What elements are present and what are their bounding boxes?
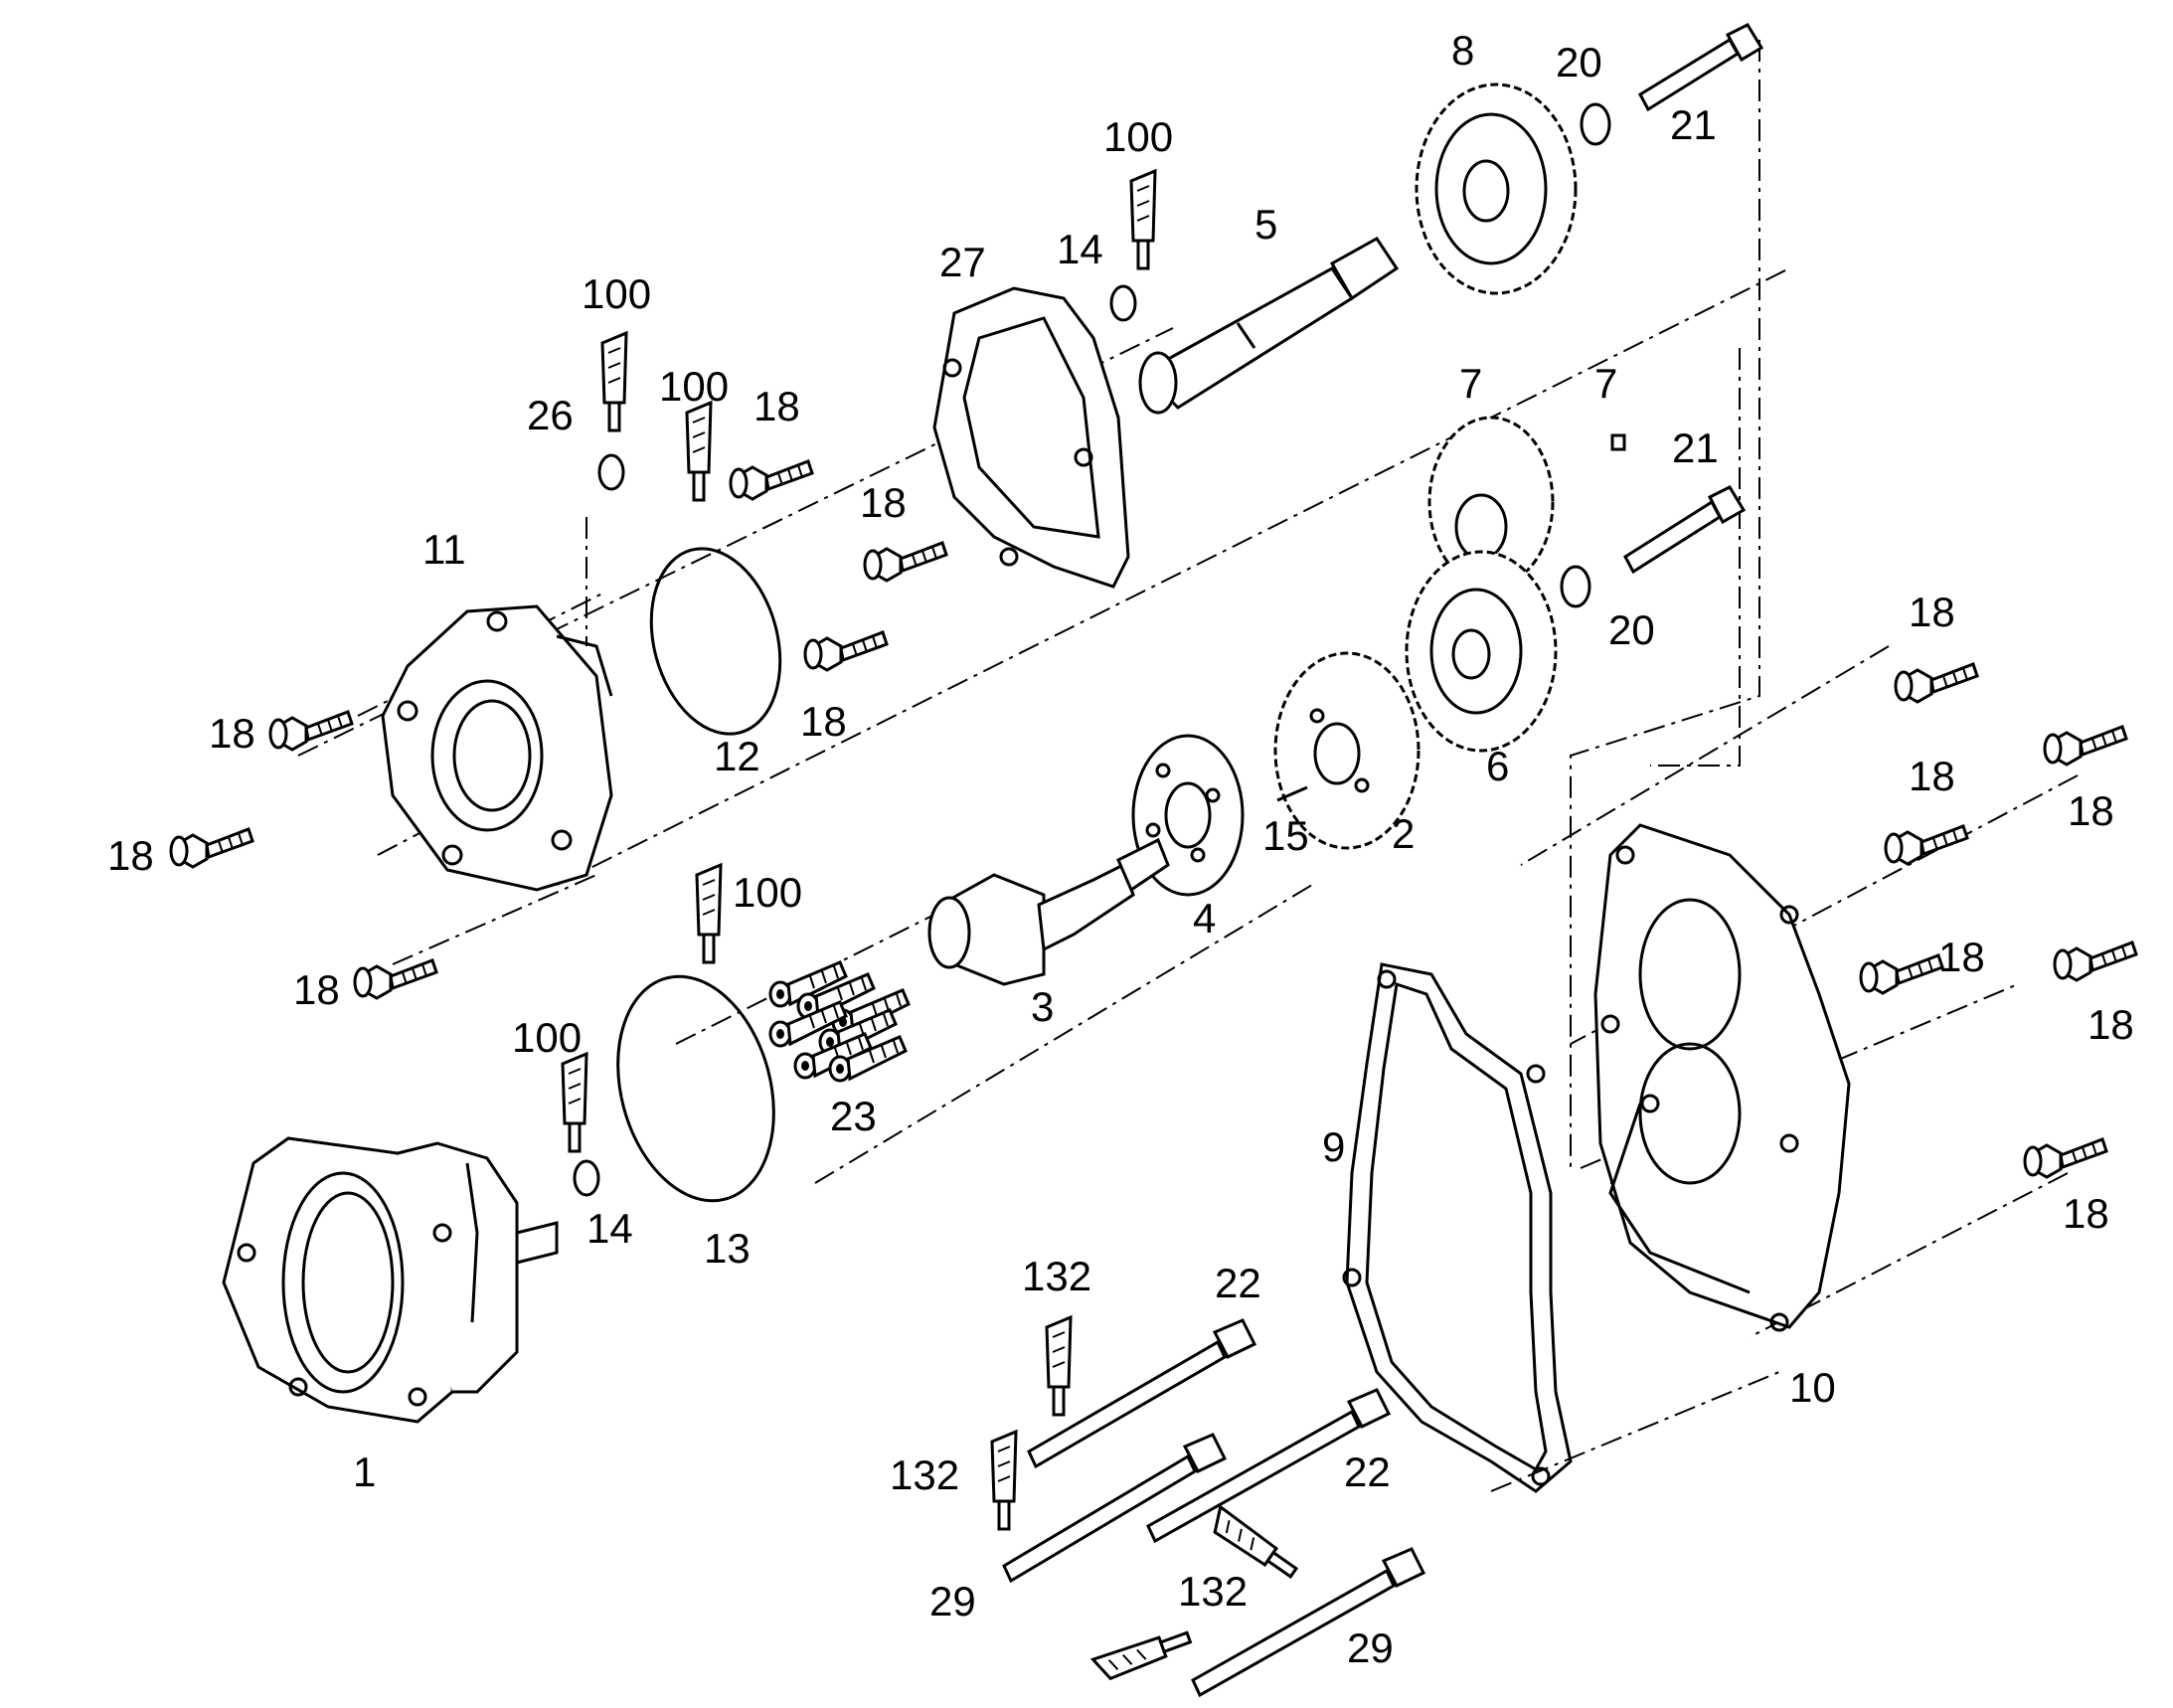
label-5: 5 (1254, 201, 1277, 248)
label-100b: 100 (659, 363, 729, 410)
label-7a: 7 (1459, 360, 1482, 407)
label-18f: 18 (293, 966, 340, 1013)
label-18k: 18 (2088, 1001, 2134, 1048)
part-18-bolt-j (1859, 953, 1944, 995)
part-18-bolt-g (1894, 662, 1979, 704)
part-100-tube-e (561, 1052, 588, 1153)
part-100-tube-d (695, 863, 723, 964)
part-15-pin (1276, 785, 1308, 802)
label-22b: 22 (1344, 1449, 1391, 1495)
part-18-bolt-b (863, 541, 948, 583)
part-20-washer-lower (1560, 565, 1591, 608)
label-18c: 18 (800, 698, 847, 745)
part-100-tube-c (1129, 169, 1157, 270)
part-29-bolt-lower (1191, 1547, 1426, 1698)
part-11-housing (381, 604, 613, 892)
label-8: 8 (1451, 27, 1474, 74)
part-13-o-ring (616, 974, 775, 1203)
label-18j: 18 (1938, 934, 1985, 980)
part-8-gear (1415, 83, 1578, 295)
label-14b: 14 (586, 1205, 633, 1252)
label-18l: 18 (2063, 1190, 2109, 1237)
label-18b: 18 (860, 479, 907, 526)
label-20a: 20 (1556, 39, 1602, 85)
part-18-bolt-f (353, 958, 438, 1000)
part-5-shaft (1138, 237, 1400, 415)
label-100a: 100 (582, 270, 651, 317)
part-22-bolt-upper (1027, 1318, 1257, 1469)
label-18d: 18 (209, 710, 255, 757)
part-132-tube-b (990, 1430, 1018, 1531)
part-12-o-ring (649, 547, 782, 736)
label-1: 1 (353, 1449, 376, 1495)
part-1-housing (222, 1136, 559, 1424)
part-10-cover (1593, 823, 1851, 1332)
part-100-tube-b (685, 401, 713, 502)
part-18-bolt-c (803, 630, 889, 672)
label-100e: 100 (512, 1014, 582, 1061)
label-2: 2 (1392, 810, 1415, 857)
label-100c: 100 (1103, 113, 1173, 160)
label-12: 12 (714, 733, 760, 779)
label-18i: 18 (2068, 787, 2114, 834)
part-100-tube-a (600, 331, 628, 432)
part-22-bolt-lower (1146, 1388, 1392, 1544)
part-21-bolt-lower (1623, 485, 1747, 575)
part-14-ring-lower (573, 1159, 600, 1197)
part-18-bolt-d (268, 710, 354, 752)
part-6-gear (1405, 550, 1558, 753)
label-20b: 20 (1608, 606, 1655, 653)
label-18g: 18 (1909, 589, 1955, 635)
label-29b: 29 (1347, 1624, 1394, 1671)
part-132-tube-a (1045, 1315, 1073, 1417)
label-11: 11 (422, 526, 466, 573)
part-14-ring-upper (1109, 284, 1137, 322)
part-18-bolt-a (729, 459, 814, 501)
label-27: 27 (939, 239, 986, 285)
callouts: 1 2 3 4 5 6 7 7 8 9 10 11 12 13 14 14 15… (107, 27, 2134, 1671)
part-18-bolt-h (2043, 725, 2128, 767)
part-18-bolt-k (2053, 940, 2138, 982)
part-27-cover (932, 286, 1130, 589)
label-132a: 132 (1022, 1253, 1091, 1299)
label-15: 15 (1262, 812, 1309, 859)
part-29-bolt-upper (1002, 1433, 1228, 1584)
part-20-washer-upper (1580, 102, 1611, 146)
label-3: 3 (1031, 983, 1054, 1030)
label-21b: 21 (1672, 425, 1719, 471)
label-14a: 14 (1057, 226, 1103, 272)
part-26-ring (597, 453, 625, 491)
label-132c: 132 (1178, 1568, 1248, 1615)
part-18-bolt-e (169, 827, 254, 869)
label-100d: 100 (733, 869, 802, 916)
label-18h: 18 (1909, 753, 1955, 799)
label-132b: 132 (890, 1452, 959, 1498)
label-10: 10 (1789, 1364, 1836, 1411)
part-132-tube-d (1091, 1624, 1195, 1684)
part-9-gasket (1342, 962, 1573, 1493)
part-7-key (1610, 433, 1626, 451)
label-13: 13 (704, 1225, 751, 1272)
label-18e: 18 (107, 832, 154, 879)
part-21-bolt-upper (1638, 23, 1764, 112)
label-22a: 22 (1215, 1260, 1261, 1306)
label-23: 23 (830, 1093, 877, 1139)
part-18-bolt-i (1884, 824, 1969, 866)
label-21a: 21 (1670, 101, 1717, 148)
label-7b: 7 (1594, 360, 1617, 407)
label-18a: 18 (753, 383, 800, 429)
label-29a: 29 (929, 1578, 976, 1624)
label-4: 4 (1193, 895, 1216, 941)
part-23-screws (768, 960, 911, 1083)
label-6: 6 (1486, 743, 1509, 789)
part-3-shaft (927, 837, 1170, 986)
part-2-gear (1273, 651, 1421, 850)
label-26: 26 (527, 392, 574, 438)
label-9: 9 (1322, 1123, 1345, 1170)
part-18-bolt-l (2023, 1137, 2108, 1179)
